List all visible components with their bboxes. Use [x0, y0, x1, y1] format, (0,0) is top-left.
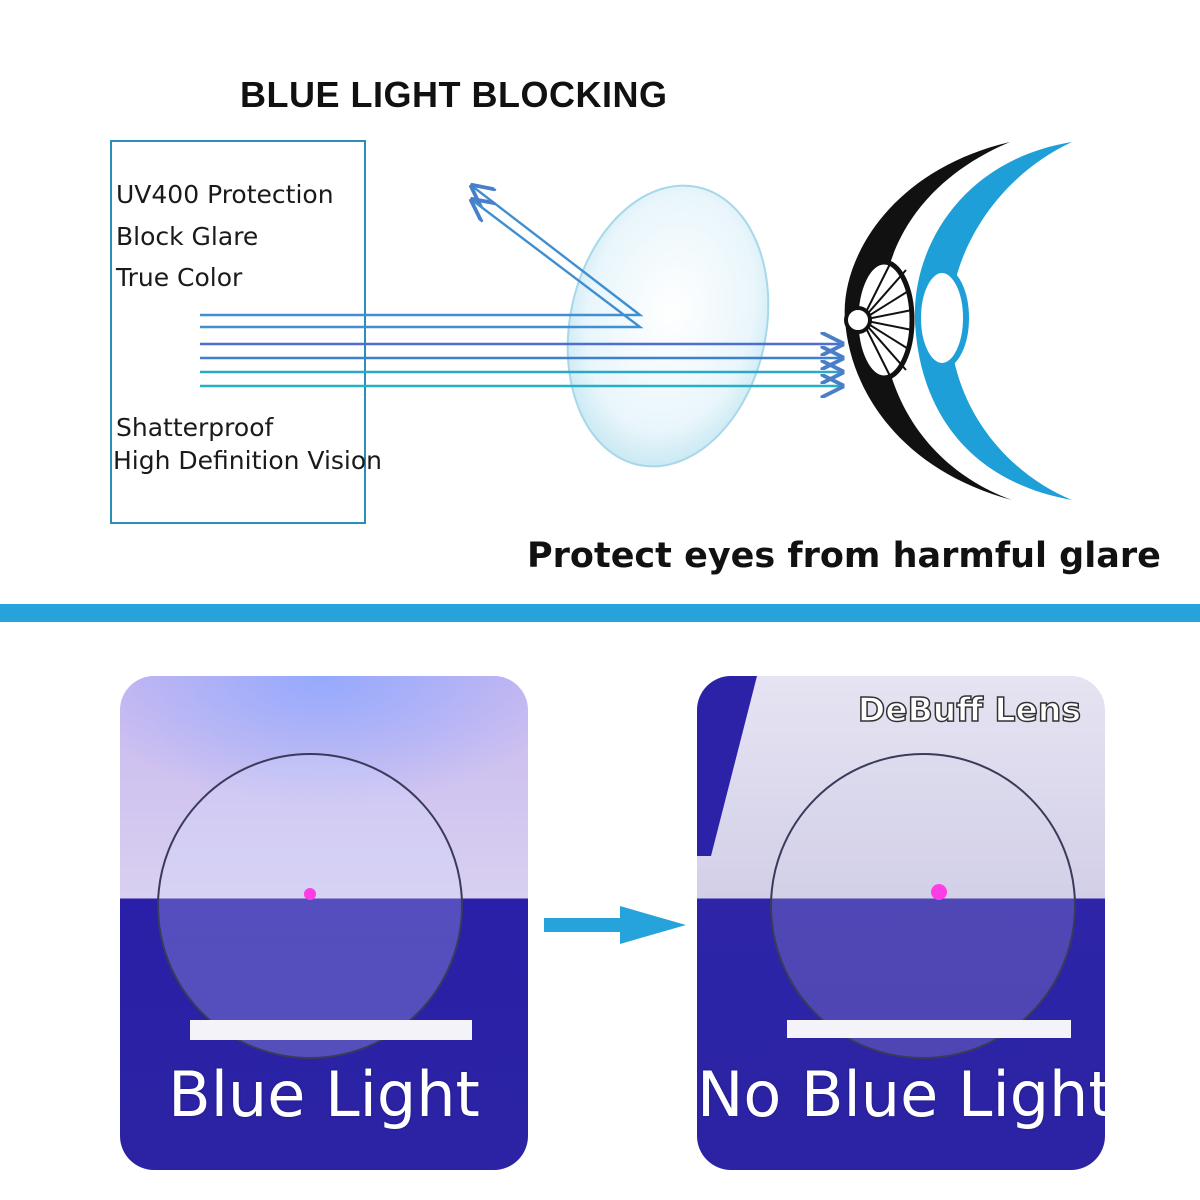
feature-hd-vision: High Definition Vision	[113, 446, 383, 475]
brand-label: DeBuff Lens	[857, 689, 1082, 730]
no-blue-light-panel: DeBuff Lens No Blue Light	[697, 676, 1105, 1170]
blue-light-photo	[120, 676, 528, 1170]
page-title: BLUE LIGHT BLOCKING	[240, 74, 668, 115]
feature-uv400: UV400 Protection	[116, 180, 334, 209]
eye-icon	[844, 142, 1072, 500]
light-diagram	[200, 142, 1072, 500]
tagline: Protect eyes from harmful glare	[527, 536, 1161, 576]
no-blue-light-caption: No Blue Light	[697, 1058, 1105, 1131]
no-blue-light-photo	[697, 676, 1105, 1170]
section-divider	[0, 604, 1200, 622]
lens-icon	[566, 184, 770, 468]
blue-light-caption: Blue Light	[168, 1058, 480, 1131]
light-rays	[200, 344, 842, 386]
feature-box	[110, 140, 366, 524]
reflected-rays	[200, 186, 644, 329]
feature-block-glare: Block Glare	[116, 222, 259, 251]
blue-light-panel: Blue Light	[120, 676, 528, 1170]
feature-shatterproof: Shatterproof	[116, 413, 274, 442]
feature-true-color: True Color	[116, 263, 243, 292]
arrow-right-icon	[544, 906, 686, 944]
